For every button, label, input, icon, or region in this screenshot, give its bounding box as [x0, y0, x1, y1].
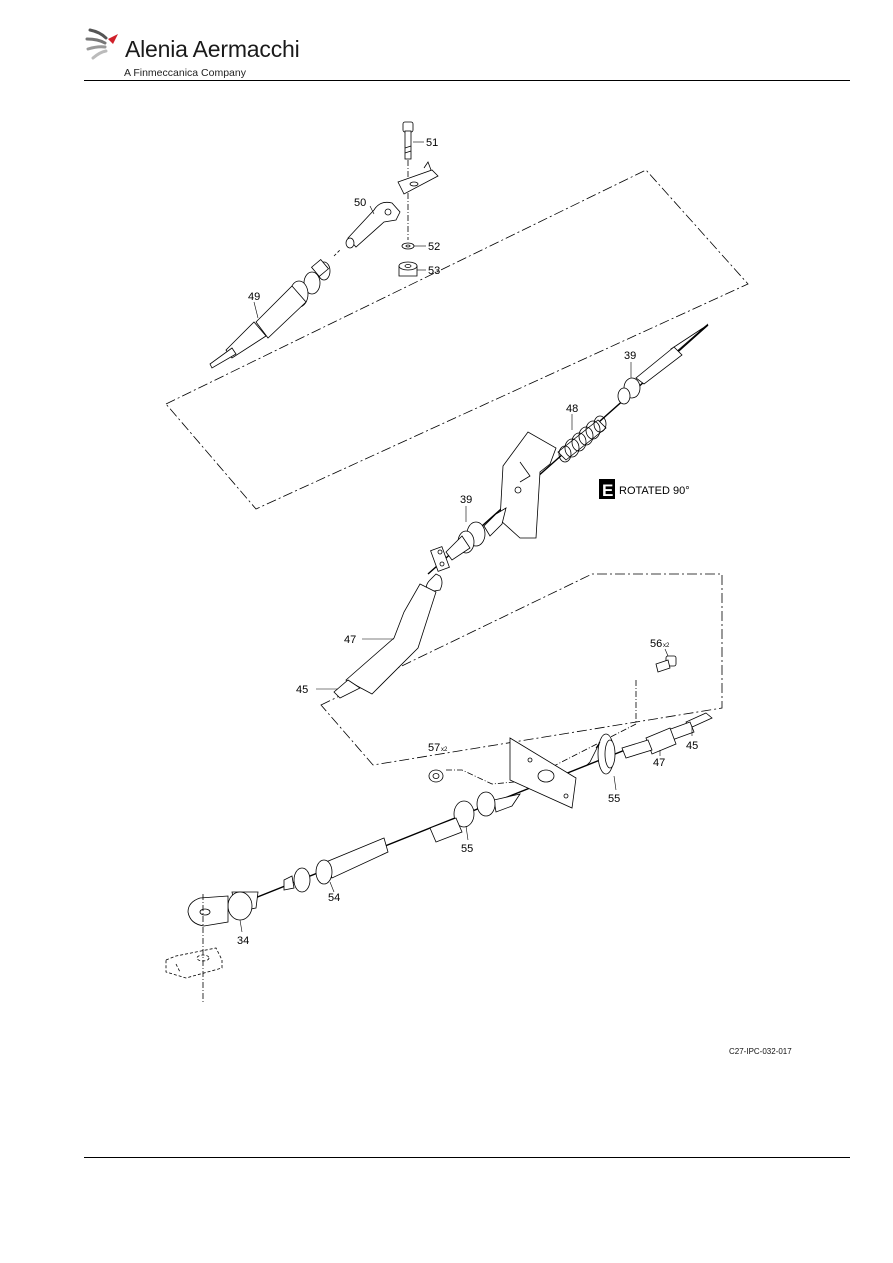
part-55-seal-upper	[585, 733, 616, 775]
callout-51: 51	[426, 137, 438, 149]
clip-middle	[430, 546, 450, 572]
part-52-washer	[401, 242, 415, 250]
callout-52: 52	[428, 241, 440, 253]
callout-50: 50	[354, 197, 366, 209]
callout-54: 54	[328, 892, 340, 904]
qty-57: x2	[441, 747, 448, 753]
part-54-conduit	[283, 837, 389, 893]
part-39-grommet-upper	[617, 377, 641, 405]
qty-56: x2	[663, 643, 670, 649]
callout-48: 48	[566, 403, 578, 415]
detail-frame-upper	[165, 169, 749, 510]
callout-47-lower: 47	[653, 757, 665, 769]
part-57-nut	[428, 769, 515, 785]
part-48-spring	[557, 415, 607, 463]
detail-frame-lower	[320, 573, 723, 766]
brand-tagline: A Finmeccanica Company	[124, 67, 246, 79]
leader-lines	[239, 141, 693, 933]
bracket-lower	[509, 737, 577, 809]
part-53-nut	[398, 261, 418, 277]
part-50-rod-end	[345, 201, 401, 249]
part-51-bolt	[402, 121, 414, 240]
part-47-conduit-lower	[621, 727, 677, 759]
part-55-grommet-lower	[429, 791, 521, 843]
callout-45-lower: 45	[686, 740, 698, 752]
mounting-block-phantom	[165, 947, 223, 979]
view-note: ROTATED 90°	[619, 485, 690, 497]
callout-55-upper: 55	[608, 793, 620, 805]
part-39-grommet-lower	[445, 507, 507, 561]
part-47-conduit-upper	[333, 573, 443, 699]
part-45-rod-lower	[667, 712, 713, 741]
part-56-screw	[545, 655, 677, 771]
figure-reference: C27-IPC-032-017	[729, 1047, 792, 1056]
header-rule	[84, 80, 850, 81]
callout-39-upper: 39	[624, 350, 636, 362]
callout-55-lower: 55	[461, 843, 473, 855]
brand-name: Alenia Aermacchi	[125, 36, 300, 62]
view-letter-box	[599, 479, 615, 499]
view-letter: E	[602, 481, 613, 500]
callout-53: 53	[428, 265, 440, 277]
footer-rule	[84, 1157, 850, 1158]
callout-47-upper: 47	[344, 634, 356, 646]
part-49-cable-end	[209, 249, 341, 369]
swoosh-logo-icon	[85, 28, 118, 60]
callout-34: 34	[237, 935, 249, 947]
callout-45-upper: 45	[296, 684, 308, 696]
bracket-plate-top	[397, 161, 439, 195]
callout-39-lower: 39	[460, 494, 472, 506]
callout-56: 56	[650, 638, 662, 650]
callout-57: 57	[428, 742, 440, 754]
bracket-middle	[499, 431, 557, 539]
callout-49: 49	[248, 291, 260, 303]
part-34-eye-end	[187, 891, 259, 1002]
